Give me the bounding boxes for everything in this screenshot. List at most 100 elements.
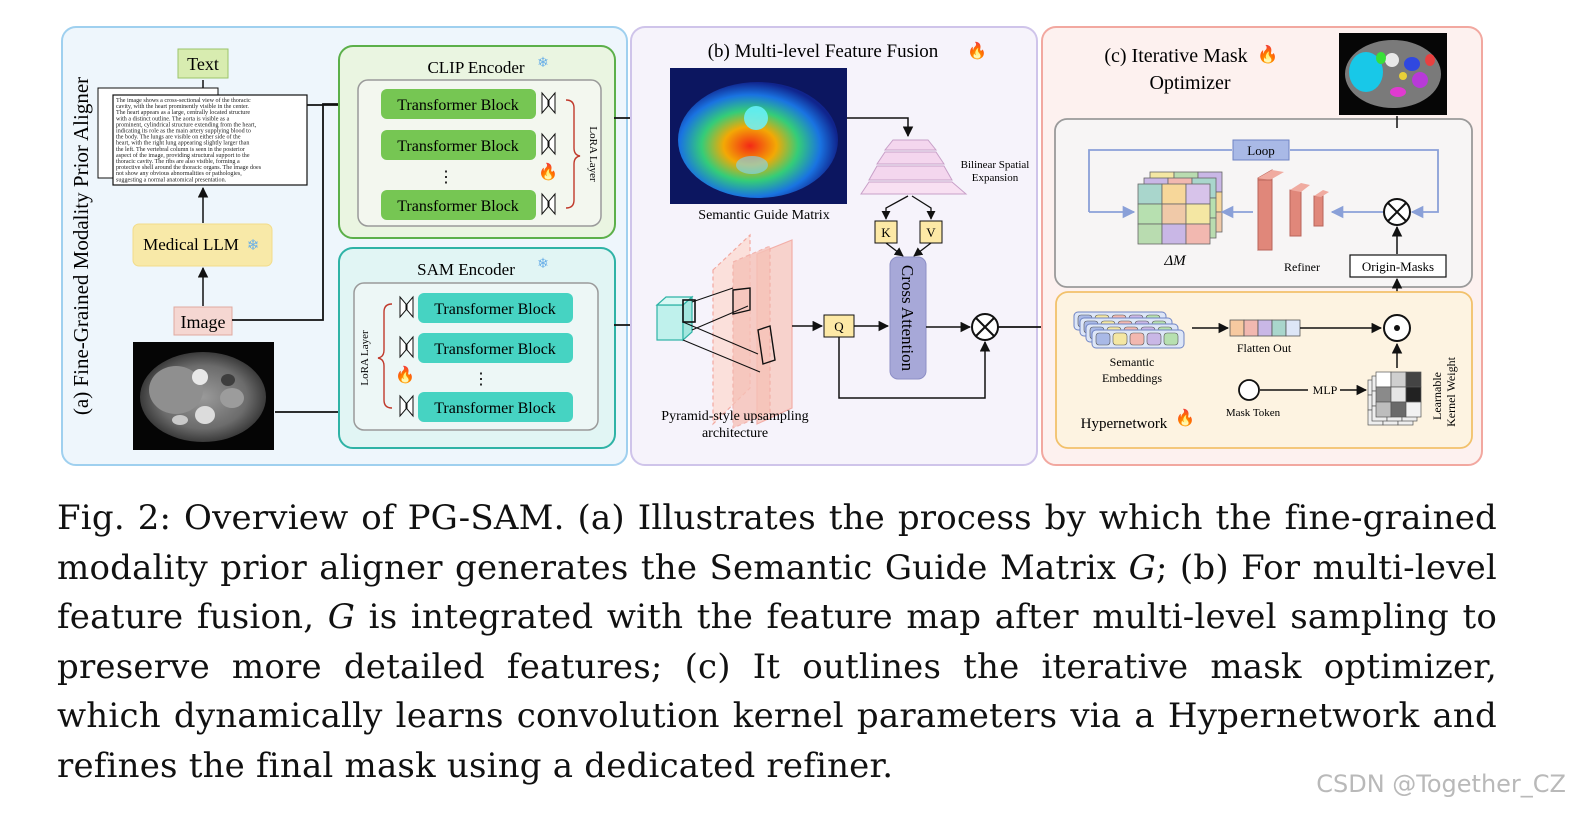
hypernetwork-label: Hypernetwork (1081, 416, 1168, 432)
lora-brace (565, 99, 581, 209)
delta-m-cell (1185, 223, 1211, 245)
loop-label: Loop (1247, 143, 1274, 158)
clip-encoder: CLIP Encoder ❄ Transformer Block Transfo… (338, 45, 616, 239)
llm-text-line: suggesting a normal anatomical presentat… (116, 177, 227, 183)
delta-m-label: ΔM (1163, 253, 1187, 269)
refiner-label: Refiner (1284, 260, 1320, 274)
kernel-cell (1375, 386, 1392, 403)
fire-icon: 🔥 (967, 41, 987, 60)
lora-adapter-icon (541, 132, 556, 156)
clip-transformer-block-1 (381, 89, 536, 119)
llm-text-line: The heart appears as a large, centrally … (116, 110, 250, 116)
sam-transformer-block-3 (418, 392, 573, 422)
semantic-embeddings-stack (1073, 311, 1185, 349)
clip-transformer-block-1-label: Transformer Block (397, 97, 519, 114)
snowflake-icon: ❄ (247, 238, 260, 254)
mask-token-label: Mask Token (1226, 407, 1281, 419)
ct-scan-image (133, 342, 274, 450)
panel-c-title-line2: Optimizer (1149, 72, 1230, 94)
clip-transformer-block-3 (381, 190, 536, 220)
text-label: Text (187, 54, 219, 74)
dot-product-icon (1383, 314, 1411, 342)
kernel-cell (1375, 401, 1392, 418)
sam-transformer-block-2-label: Transformer Block (434, 341, 556, 358)
clip-transformer-block-2-label: Transformer Block (397, 138, 519, 155)
lora-brace (377, 303, 393, 409)
llm-text-line: the body. The lungs are visible on eithe… (116, 134, 241, 141)
semantic-embeddings-line2: Embeddings (1102, 371, 1162, 385)
guide-to-expansion-arrow (847, 117, 914, 138)
delta-m-cell (1185, 183, 1211, 205)
llm-text-line: the left. The vertebral column is seen i… (116, 146, 245, 153)
k-to-attention-arrow (885, 242, 904, 257)
lora-adapter-icon (541, 91, 556, 115)
fire-icon: 🔥 (1257, 44, 1278, 64)
delta-m-cell (1137, 223, 1163, 245)
kernel-cell (1390, 371, 1407, 388)
fire-icon: 🔥 (395, 365, 415, 384)
llm-text-line: aspect of the image, providing structura… (116, 152, 250, 159)
expansion-to-k-arrow (881, 195, 909, 220)
kernel-cell (1375, 371, 1392, 388)
flatten-out-vector (1229, 319, 1301, 337)
semantic-embeddings-line1: Semantic (1110, 355, 1155, 369)
delta-m-cell (1185, 203, 1211, 225)
fire-icon: 🔥 (1175, 408, 1195, 427)
delta-m-cell (1161, 223, 1187, 245)
loop-line-left (1088, 149, 1232, 212)
flatten-cell (1257, 319, 1273, 337)
flatten-cell (1243, 319, 1259, 337)
lora-adapter-icon (399, 394, 414, 418)
sam-lora-label: LoRA Layer (359, 330, 371, 386)
flatten-out-label: Flatten Out (1237, 341, 1292, 355)
delta-m-tensor (1137, 171, 1223, 245)
semantic-guide-matrix-label: Semantic Guide Matrix (698, 208, 829, 223)
lora-adapter-icon (541, 192, 556, 216)
sam-encoder-title: SAM Encoder (417, 260, 515, 279)
q-label: Q (834, 319, 844, 334)
kernel-cell (1405, 401, 1422, 418)
sam-transformer-block-1-label: Transformer Block (434, 301, 556, 318)
clip-lora-label: LoRA Layer (587, 126, 599, 182)
snowflake-icon: ❄ (537, 56, 549, 71)
flatten-cell (1271, 319, 1287, 337)
loop-line-right (1290, 149, 1439, 219)
text-label-box (177, 48, 229, 79)
caption-part-1: Fig. 2: Overview of PG-SAM. (a) Illustra… (57, 498, 1497, 588)
caption-symbol-g: G (327, 597, 356, 637)
llm-text-line: The image shows a cross-sectional view o… (116, 97, 251, 104)
flatten-cell (1229, 319, 1245, 337)
sam-transformer-block-3-label: Transformer Block (434, 400, 556, 417)
bilinear-label-line2: Expansion (972, 172, 1019, 184)
lora-adapter-icon (399, 335, 414, 359)
sam-ellipsis: ⋮ (473, 371, 489, 388)
clip-transformer-block-2 (381, 130, 536, 160)
panel-a-title: (a) Fine-Grained Modality Prior Aligner (69, 77, 93, 415)
loop-box (1232, 139, 1290, 161)
pyramid-upsampling-diagram (655, 233, 793, 429)
llm-text-line: cavity, with the heart prominently visib… (116, 104, 249, 110)
panel-b: (b) Multi-level Feature Fusion 🔥 Semanti… (630, 26, 1038, 466)
watermark: CSDN @Together_CZ (1316, 770, 1566, 798)
image-label: Image (181, 312, 226, 332)
delta-m-cell (1137, 203, 1163, 225)
medical-llm-box (132, 223, 273, 267)
embedding-cell (1163, 332, 1179, 346)
snowflake-icon: ❄ (537, 257, 549, 272)
kernel-label-line1: Learnable (1430, 372, 1444, 420)
origin-masks-label: Origin-Masks (1362, 259, 1434, 274)
llm-text-line: indicating its role as the main artery s… (116, 129, 251, 135)
v-label: V (926, 225, 936, 240)
kernel-cell (1405, 371, 1422, 388)
medical-llm-label: Medical LLM (143, 235, 239, 254)
llm-text-line: heart, with the right lung appearing sli… (116, 141, 249, 147)
fire-icon: 🔥 (538, 162, 558, 181)
clip-transformer-block-3-label: Transformer Block (397, 198, 519, 215)
llm-text-line: with a distinct outline. The aorta is vi… (116, 116, 230, 122)
kernel-cell (1390, 401, 1407, 418)
panel-b-title: (b) Multi-level Feature Fusion (708, 41, 939, 62)
llm-text-line: prominent, cylindrical structure extendi… (116, 121, 257, 128)
panel-c: (c) Iterative Mask Optimizer 🔥 Loop ΔM (1041, 26, 1483, 466)
refiner-blocks (1257, 169, 1329, 251)
k-label: K (881, 225, 891, 240)
